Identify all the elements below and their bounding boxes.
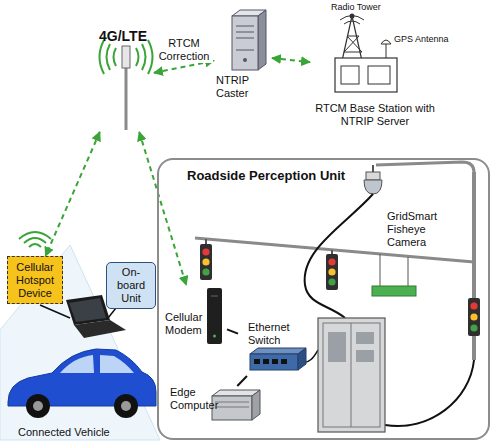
base-station-icon — [335, 14, 397, 93]
part-label: Radio Tower — [331, 2, 381, 12]
cellular-modem-icon — [207, 288, 222, 344]
node-label: Cellular Hotspot Device — [11, 261, 59, 300]
cable-link — [227, 329, 238, 333]
node-label: On-board Unit — [110, 266, 152, 305]
node-label: NTRIP Caster — [216, 74, 266, 100]
cell-tower — [100, 40, 153, 130]
wireless-link — [272, 58, 310, 62]
edge-label: RTCM Correction — [155, 37, 213, 63]
node-label: RTCM Base Station with NTRIP Server — [314, 102, 436, 128]
edge-computer-node: Edge Computer — [170, 386, 264, 428]
node-label: Roadside Perception Unit — [187, 168, 407, 184]
node-label: GridSmart Fisheye Camera — [387, 210, 451, 249]
roadside-cabinet — [318, 318, 385, 432]
node-label: 4G/LTE — [92, 28, 154, 45]
ethernet-switch-icon — [250, 348, 306, 370]
switch-node: Ethernet Switch — [238, 320, 310, 376]
base-station-node: RTCM Base Station with NTRIP Server — [310, 6, 440, 132]
car — [8, 349, 156, 418]
server-icon — [232, 10, 266, 70]
obu-box: On-board Unit — [106, 262, 156, 309]
modem-node: Cellular Modem — [165, 285, 227, 349]
fisheye-camera — [364, 165, 382, 194]
vehicle-node: Connected Vehicle — [4, 342, 156, 442]
node-label: Cellular Modem — [165, 311, 209, 337]
tower-node: 4G/LTE — [92, 26, 154, 132]
caster-node: NTRIP Caster — [214, 8, 272, 102]
hotspot-box: Cellular Hotspot Device — [7, 256, 63, 304]
wireless-link — [46, 132, 100, 256]
node-label: Ethernet Switch — [248, 321, 306, 347]
edge-computer-icon — [212, 390, 260, 420]
part-label: GPS Antenna — [394, 34, 449, 44]
camera-node: GridSmart Fisheye Camera — [357, 164, 461, 254]
node-label: Edge Computer — [170, 386, 212, 412]
cable-link — [237, 376, 247, 386]
wifi-symbol — [19, 232, 51, 247]
roadside-unit-region: Roadside Perception UnitGridSmart Fishey… — [157, 158, 490, 440]
node-label: Connected Vehicle — [18, 426, 128, 439]
vehicle-zone — [0, 245, 160, 440]
